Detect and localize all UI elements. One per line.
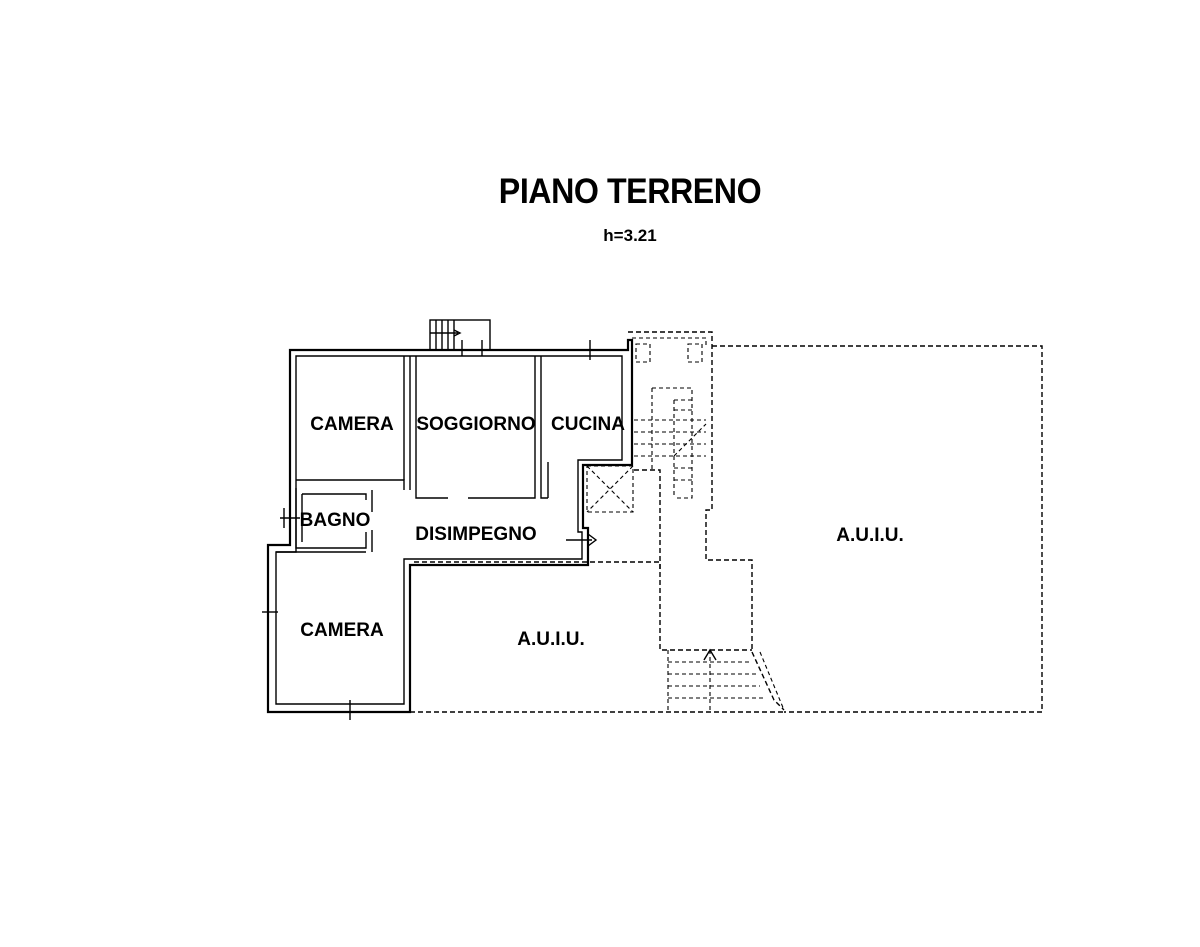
opening-marks: [262, 340, 598, 720]
common-stair-area: [628, 331, 785, 712]
entrance-stair: [429, 319, 491, 351]
room-label-cucina: CUCINA: [551, 414, 625, 435]
shaft: [586, 465, 634, 513]
plan-title: PIANO TERRENO: [498, 172, 762, 211]
auiu-right-area: [712, 345, 1043, 713]
room-label-camera-top: CAMERA: [310, 414, 394, 435]
ceiling-height-label: h=3.21: [603, 226, 657, 245]
room-label-auiu-right: A.U.I.U.: [836, 525, 904, 546]
room-label-disimpegno: DISIMPEGNO: [415, 524, 536, 545]
room-label-camera-bottom: CAMERA: [300, 620, 384, 641]
room-label-bagno: BAGNO: [300, 510, 371, 531]
room-label-soggiorno: SOGGIORNO: [416, 414, 535, 435]
room-label-auiu-left: A.U.I.U.: [517, 629, 585, 650]
auiu-left-area: [409, 561, 784, 713]
